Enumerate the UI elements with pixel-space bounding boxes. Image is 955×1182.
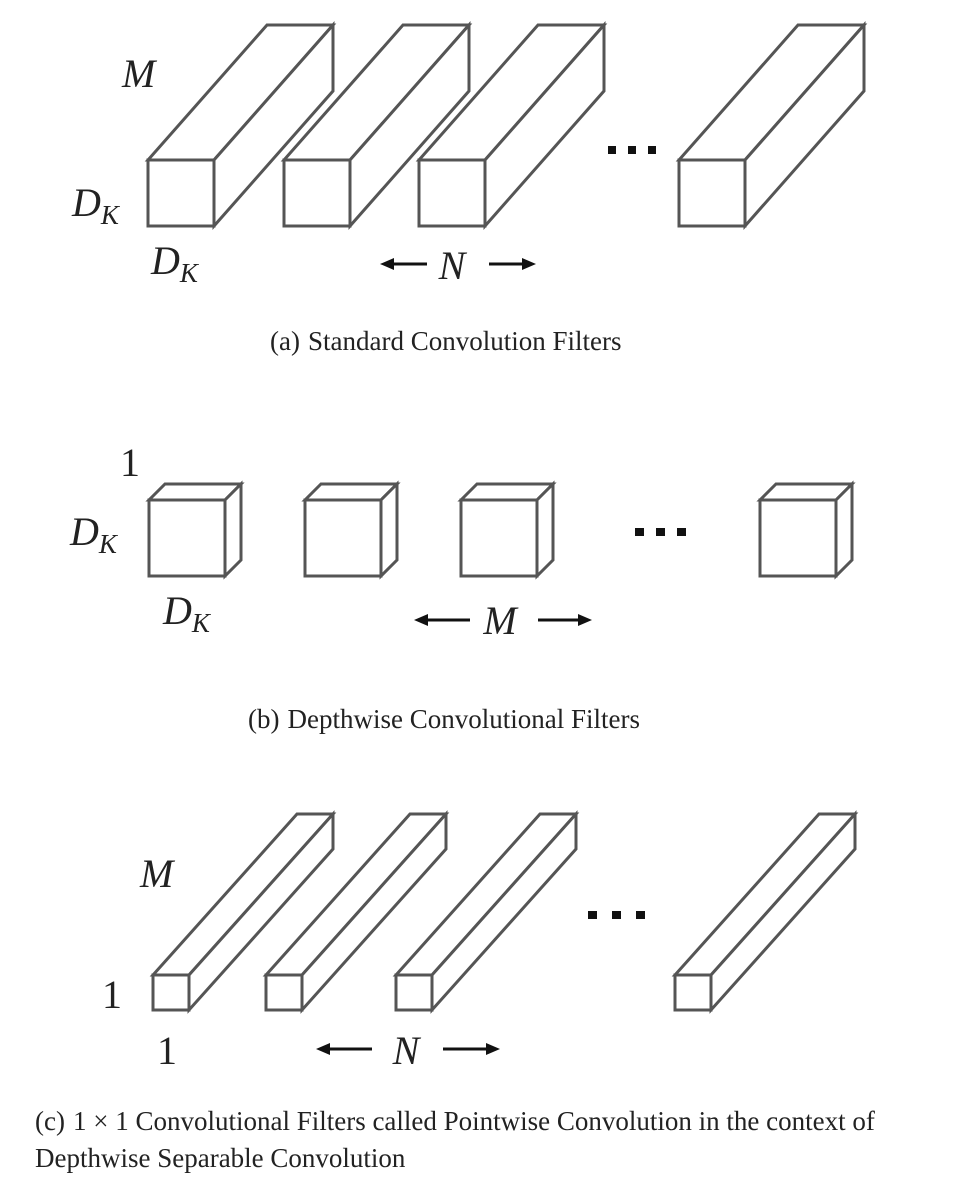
filter-box (756, 480, 856, 580)
count-right-arrow (443, 1043, 500, 1055)
caption-text: 1 × 1 Convolutional Filters called Point… (35, 1106, 875, 1173)
width-label: 1 (157, 1028, 177, 1073)
caption-label: (c) (35, 1106, 65, 1136)
filter-box (415, 21, 608, 230)
count-label: M (482, 598, 519, 643)
count-right-arrow (489, 258, 536, 270)
depth-label: 1 (120, 440, 140, 485)
ellipsis-dots (608, 146, 656, 154)
count-left-arrow (316, 1043, 372, 1055)
panel-standard-filters: M DK DK N (71, 21, 868, 288)
filter-box (144, 21, 337, 230)
filter-box (457, 480, 557, 580)
count-label: N (392, 1028, 422, 1073)
height-label: DK (69, 509, 119, 559)
count-label: N (438, 243, 468, 288)
caption-label: (a) (270, 326, 300, 356)
ellipsis-dots (635, 528, 686, 536)
caption-text: Standard Convolution Filters (307, 326, 622, 356)
filter-box (301, 480, 401, 580)
filter-box (671, 810, 859, 1014)
caption-pointwise: (c)1 × 1 Convolutional Filters called Po… (35, 1103, 915, 1177)
ellipsis-dots (588, 911, 645, 919)
caption-text: Depthwise Convolutional Filters (287, 704, 640, 734)
depth-label: M (139, 851, 176, 896)
filter-box (262, 810, 450, 1014)
height-label: DK (71, 180, 121, 230)
count-left-arrow (414, 614, 470, 626)
width-label: DK (150, 238, 200, 288)
height-label: 1 (102, 972, 122, 1017)
caption-standard: (a)Standard Convolution Filters (270, 326, 621, 357)
caption-label: (b) (248, 704, 280, 734)
filter-box (675, 21, 868, 230)
filter-box (392, 810, 580, 1014)
filter-box (145, 480, 245, 580)
filter-box (149, 810, 337, 1014)
panel-depthwise-filters: 1 DK DK M (69, 440, 856, 643)
width-label: DK (162, 588, 212, 638)
panel-pointwise-filters: M 1 1 N (102, 810, 859, 1073)
count-left-arrow (380, 258, 427, 270)
caption-depthwise: (b)Depthwise Convolutional Filters (248, 704, 640, 735)
filter-box (280, 21, 473, 230)
count-right-arrow (538, 614, 592, 626)
depth-label: M (121, 51, 158, 96)
